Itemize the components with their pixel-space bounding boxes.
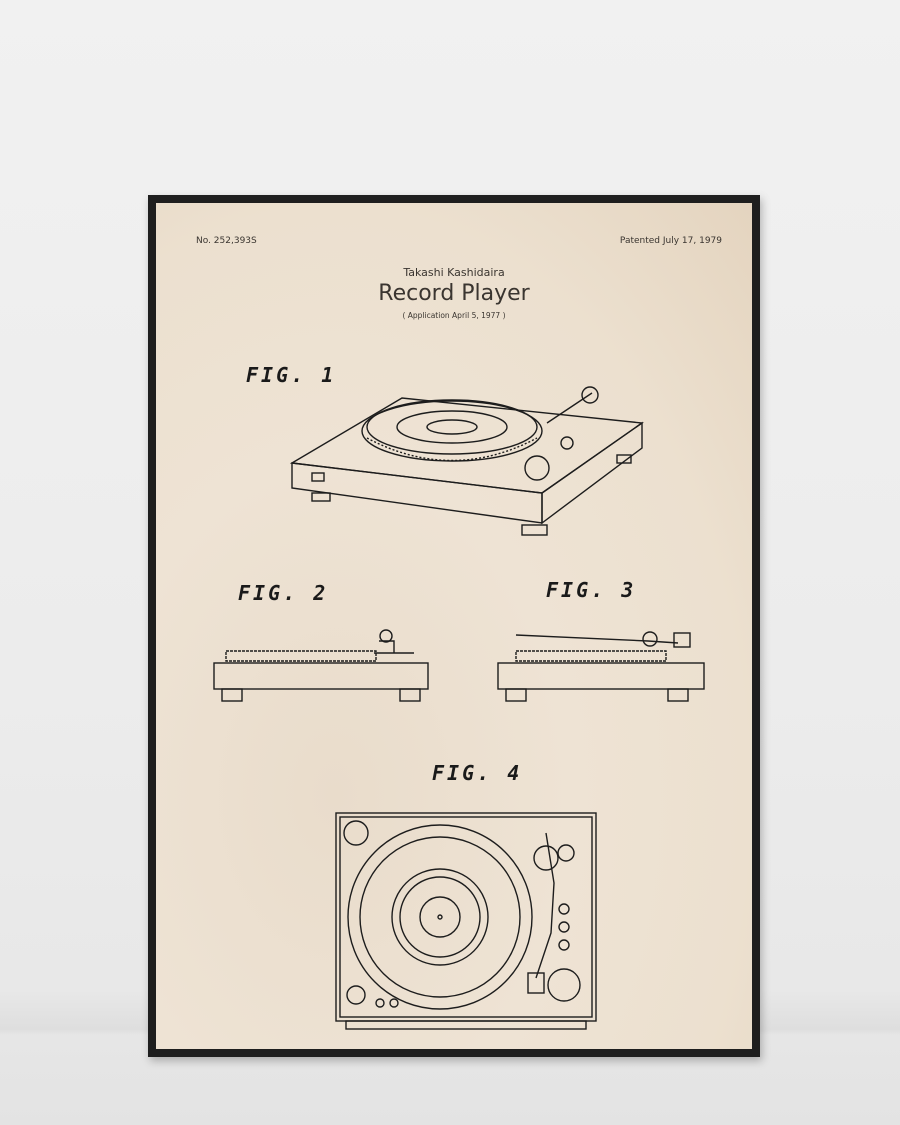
patent-number: No. 252,393S [196,236,257,246]
application-date: ( Application April 5, 1977 ) [402,311,506,320]
fig-3-label: FIG. 3 [546,578,637,602]
fig-4-top-drawing [335,812,597,1030]
patent-date: Patented July 17, 1979 [619,236,722,246]
poster-title: Record Player [378,281,530,306]
fig-1-turntable-drawing [289,386,644,536]
poster-frame: No. 252,393S Patented July 17, 1979 Taka… [148,195,760,1057]
inventor-name: Takashi Kashidaira [403,266,505,279]
fig-2-side-drawing [213,629,429,702]
fig-3-side-drawing [497,631,705,702]
fig-1-label: FIG. 1 [246,363,337,387]
fig-4-label: FIG. 4 [432,761,523,785]
patent-poster: No. 252,393S Patented July 17, 1979 Taka… [156,203,752,1049]
fig-2-label: FIG. 2 [238,581,329,605]
